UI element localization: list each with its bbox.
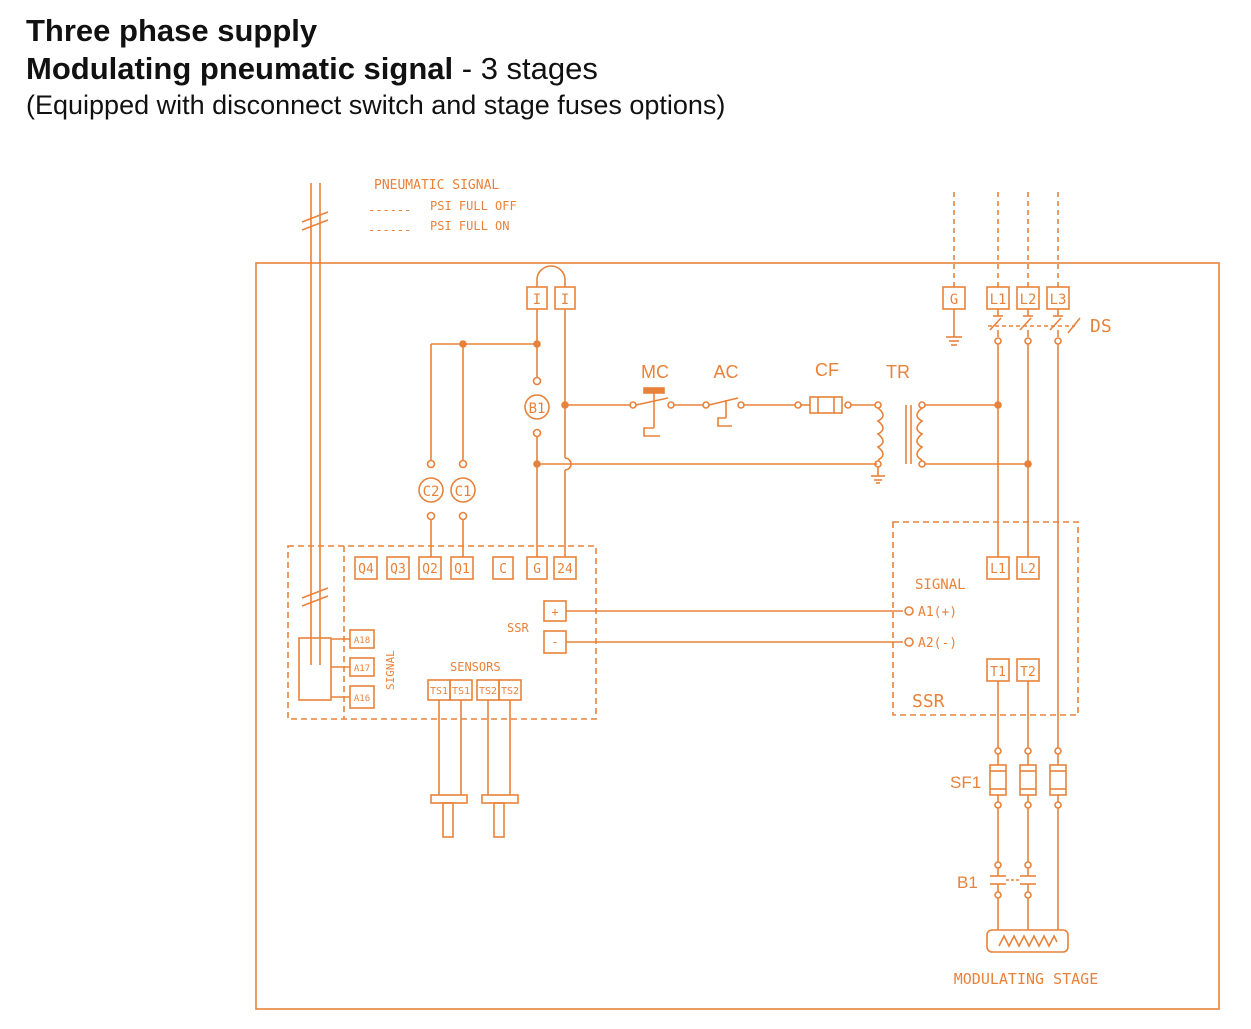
ssr-terminal-t1: T1 bbox=[990, 665, 1006, 680]
legend: PNEUMATIC SIGNAL ------ PSI FULL OFF ---… bbox=[368, 178, 517, 237]
terminal-ts2-a: TS2 bbox=[479, 686, 497, 697]
control-board-labels: Q4 Q3 Q2 Q1 C G 24 + - SSR A18 A17 A16 S… bbox=[354, 562, 573, 704]
ssr-small-label: SSR bbox=[507, 621, 529, 635]
terminal-l2: L2 bbox=[1020, 292, 1037, 308]
b1-stage-label: B1 bbox=[957, 873, 978, 892]
safety-chain bbox=[565, 387, 875, 437]
terminal-a16: A16 bbox=[354, 694, 370, 704]
legend-dash-2: ------ bbox=[368, 223, 411, 237]
ssr-labels: L1 L2 T1 T2 SIGNAL A1(+) A2(-) SSR bbox=[912, 562, 1036, 712]
motor-b1-label: B1 bbox=[529, 401, 546, 417]
stage-cutouts bbox=[990, 861, 1036, 930]
supply-terminals: G L1 L2 L3 bbox=[942, 286, 1070, 346]
ssr-box-label: SSR bbox=[912, 691, 945, 712]
ssr-terminal-t2: T2 bbox=[1020, 665, 1036, 680]
terminal-i-2: I bbox=[561, 292, 569, 308]
terminal-a18: A18 bbox=[354, 636, 370, 646]
i-terminals: I I bbox=[526, 265, 576, 310]
ssr-terminal-l2: L2 bbox=[1020, 562, 1036, 577]
subtitle-bold: Modulating pneumatic signal bbox=[26, 51, 454, 86]
terminal-ts1-b: TS1 bbox=[452, 686, 470, 697]
ssr-terminal-l1: L1 bbox=[990, 562, 1006, 577]
stage-fuses bbox=[989, 747, 1067, 930]
heating-element bbox=[986, 929, 1069, 953]
mc-label: MC bbox=[641, 362, 669, 382]
terminal-ts1-a: TS1 bbox=[430, 686, 448, 697]
terminal-minus: - bbox=[551, 635, 558, 649]
c1-label: C1 bbox=[455, 484, 472, 500]
sf1-label: SF1 bbox=[950, 773, 981, 792]
terminal-l3: L3 bbox=[1050, 292, 1067, 308]
terminal-l1: L1 bbox=[990, 292, 1007, 308]
page-title: Three phase supply bbox=[26, 13, 318, 48]
subtitle-rest: - 3 stages bbox=[453, 51, 598, 86]
control-board bbox=[287, 545, 903, 720]
c2-label: C2 bbox=[423, 484, 440, 500]
transformer bbox=[871, 401, 1032, 484]
legend-dash-1: ------ bbox=[368, 203, 411, 217]
ac-label: AC bbox=[713, 362, 738, 382]
control-wiring bbox=[418, 309, 877, 557]
terminal-q2: Q2 bbox=[422, 562, 438, 577]
sensors-label: SENSORS bbox=[450, 660, 501, 674]
ssr-box bbox=[892, 521, 1079, 748]
page-subtitle: Modulating pneumatic signal - 3 stages bbox=[26, 50, 725, 88]
terminal-i-1: I bbox=[533, 292, 541, 308]
legend-title: PNEUMATIC SIGNAL bbox=[374, 178, 499, 193]
page-note: (Equipped with disconnect switch and sta… bbox=[26, 90, 726, 120]
pneumatic-input-lines bbox=[298, 183, 332, 701]
terminal-g-supply: G bbox=[950, 292, 958, 308]
sensor-probes bbox=[430, 700, 519, 838]
terminal-24: 24 bbox=[557, 562, 573, 577]
tr-label: TR bbox=[886, 362, 910, 382]
modulating-stage-label: MODULATING STAGE bbox=[954, 970, 1099, 988]
cf-label: CF bbox=[815, 360, 839, 380]
legend-item-2: PSI FULL ON bbox=[430, 219, 509, 233]
ssr-a1-label: A1(+) bbox=[918, 605, 957, 620]
terminal-q3: Q3 bbox=[390, 562, 406, 577]
header: Three phase supply Modulating pneumatic … bbox=[26, 12, 725, 122]
terminal-plus: + bbox=[551, 605, 558, 619]
terminal-ts2-b: TS2 bbox=[501, 686, 519, 697]
ds-label: DS bbox=[1090, 316, 1112, 337]
ssr-a2-label: A2(-) bbox=[918, 636, 957, 651]
signal-vertical-label: SIGNAL bbox=[384, 650, 397, 690]
supply-lines bbox=[953, 192, 1059, 287]
legend-item-1: PSI FULL OFF bbox=[430, 199, 517, 213]
terminal-g: G bbox=[533, 562, 541, 577]
terminal-a17: A17 bbox=[354, 664, 370, 674]
panel-frame bbox=[255, 262, 1220, 1010]
terminal-q4: Q4 bbox=[358, 562, 374, 577]
disconnect-switch bbox=[988, 309, 1081, 748]
ssr-signal-label: SIGNAL bbox=[915, 577, 966, 593]
terminal-q1: Q1 bbox=[454, 562, 470, 577]
terminal-c: C bbox=[499, 562, 507, 577]
